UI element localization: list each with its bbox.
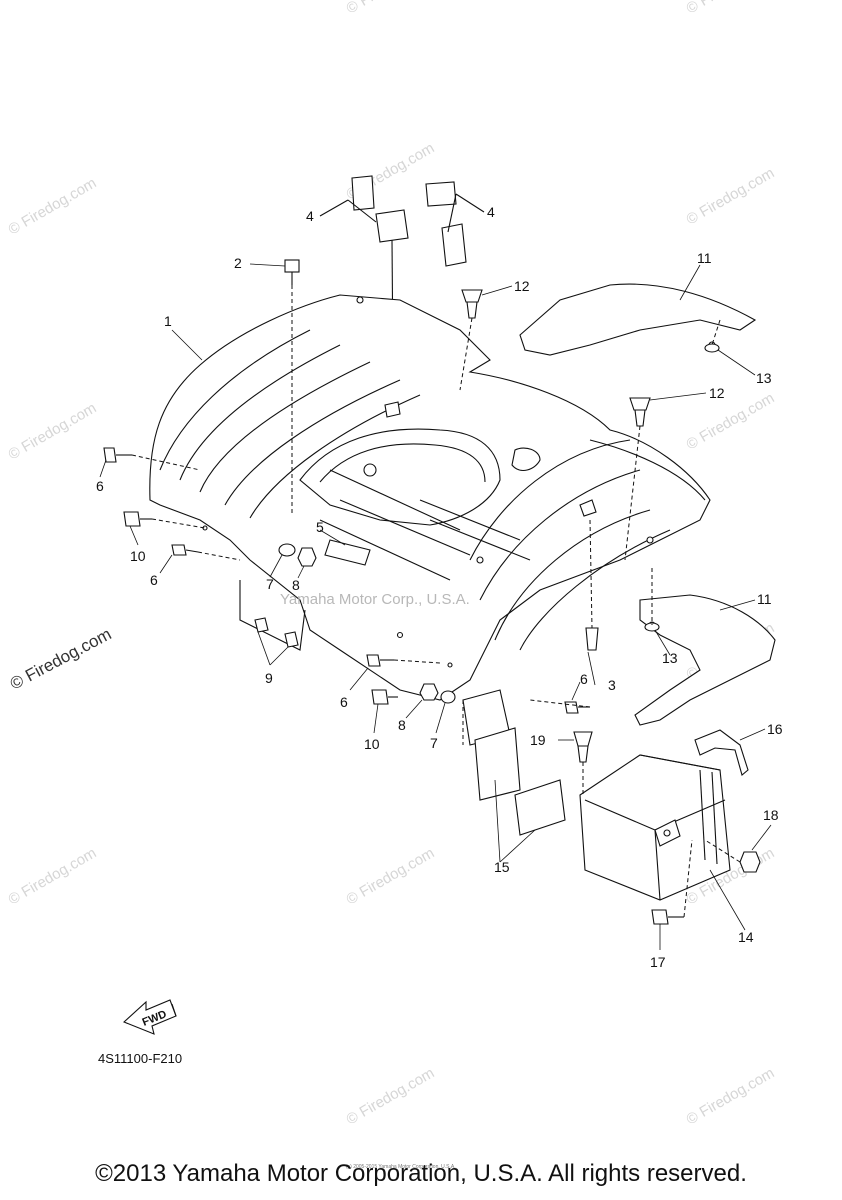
callout-17: 17 [650,954,666,970]
callout-7b: 7 [430,735,438,751]
callout-13a: 13 [756,370,772,386]
rear-fender [149,294,711,722]
bracket [694,729,749,776]
callout-11b: 11 [757,591,772,607]
callout-13b: 13 [662,650,678,666]
leader-lines [99,263,772,950]
callout-10b: 10 [364,736,380,752]
callout-7a: 7 [266,576,274,592]
copyright-footer: ©2013 Yamaha Motor Corporation, U.S.A. A… [95,1160,747,1187]
callout-19: 19 [530,732,546,748]
callout-6a: 6 [96,478,104,494]
callout-3: 3 [608,677,616,693]
fwd-arrow: FWD [122,999,177,1035]
watermark: © Firedog.com [344,844,438,908]
callout-8a: 8 [292,577,300,593]
callout-18: 18 [763,807,779,823]
callout-8b: 8 [398,717,406,733]
watermark-prominent: © Firedog.com [7,624,115,693]
watermark: © Firedog.com [6,174,100,238]
watermark: © Firedog.com [344,1064,438,1128]
callout-2: 2 [234,255,242,271]
callouts: 1 2 4 4 12 11 13 12 6 10 6 5 7 8 9 6 10 … [96,204,783,970]
callout-9: 9 [265,670,273,686]
mud-flaps [519,283,776,726]
callout-4a: 4 [306,208,314,224]
tool-box [579,754,731,901]
watermark: © Firedog.com [6,844,100,908]
watermark: © Firedog.com [344,0,438,17]
callout-12a: 12 [514,278,530,294]
callout-1: 1 [164,313,172,329]
callout-6b: 6 [150,572,158,588]
watermark: © Firedog.com [684,0,778,17]
callout-11a: 11 [697,250,712,266]
assembly-lines [131,285,741,918]
inner-panels [462,689,566,836]
callout-6c: 6 [340,694,348,710]
tiny-footer: (c) 2005-2015 Yamaha Motor Corporation, … [346,1164,456,1170]
callout-6d: 6 [580,671,588,687]
callout-10a: 10 [130,548,146,564]
callout-14: 14 [738,929,754,945]
callout-12b: 12 [709,385,725,401]
callout-5: 5 [316,519,324,535]
reflector-pads [319,175,485,496]
watermark: © Firedog.com [684,164,778,228]
part-code: 4S11100-F210 [98,1051,182,1066]
watermark: © Firedog.com [684,389,778,453]
fasteners [103,259,761,925]
center-watermark: Yamaha Motor Corp., U.S.A. [280,591,470,608]
watermark: © Firedog.com [6,399,100,463]
callout-16: 16 [767,721,783,737]
callout-15: 15 [494,859,510,875]
watermark: © Firedog.com [684,1064,778,1128]
callout-4b: 4 [487,204,495,220]
